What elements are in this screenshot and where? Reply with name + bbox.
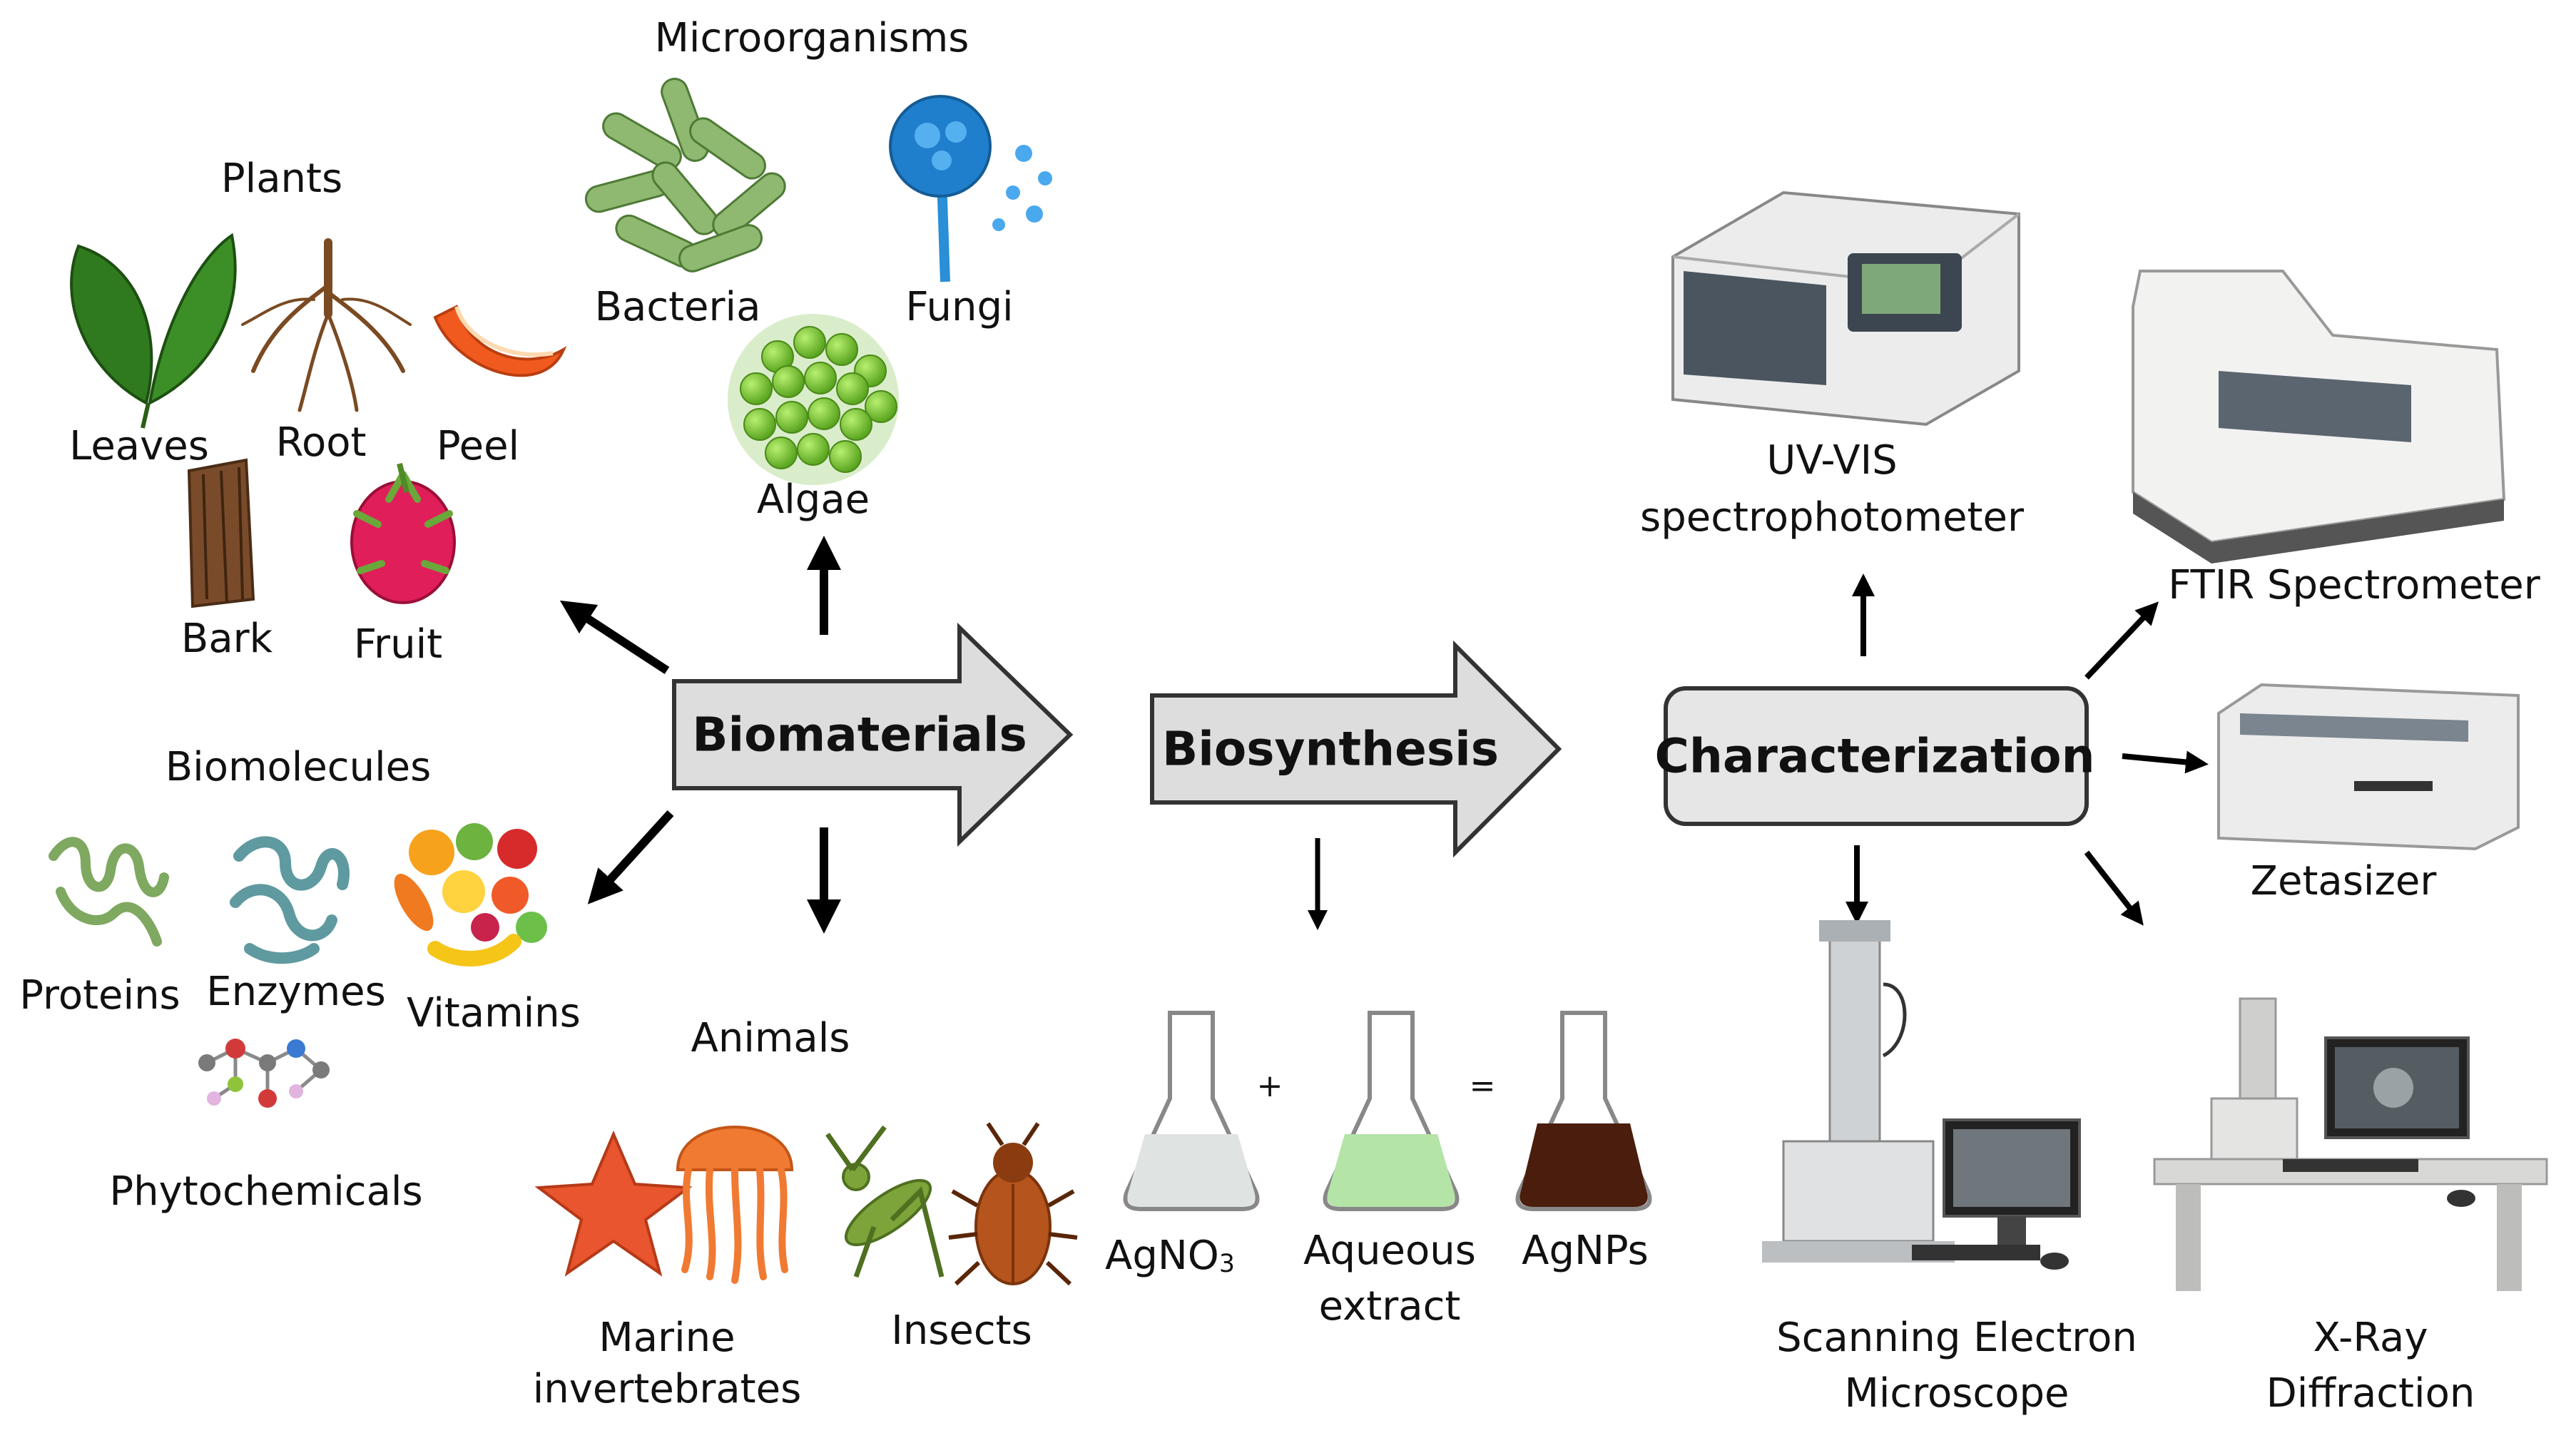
jellyfish-icon bbox=[676, 1126, 794, 1284]
uvvis-label-line2: spectrophotometer bbox=[1640, 494, 2024, 541]
arrow-to-ftir bbox=[2084, 601, 2159, 680]
arrow-to-xrd bbox=[2084, 850, 2144, 926]
vitamins-label: Vitamins bbox=[407, 990, 581, 1036]
root-label: Root bbox=[275, 419, 367, 466]
sem-label-line2: Microscope bbox=[1844, 1370, 2070, 1417]
fungi-icon bbox=[889, 95, 1052, 282]
equals-sign: = bbox=[1469, 1068, 1496, 1104]
fruit-label: Fruit bbox=[353, 621, 443, 668]
ftir-label: FTIR Spectrometer bbox=[2168, 562, 2540, 608]
xrd-label-line1: X-Ray bbox=[2313, 1315, 2428, 1361]
biosynthesis-arrow-shape bbox=[1150, 640, 1562, 858]
fruit-icon bbox=[350, 463, 456, 604]
agno3-subscript: 3 bbox=[1218, 1250, 1235, 1279]
xrd-diffractometer-icon bbox=[2153, 997, 2548, 1291]
microorganisms-title: Microorganisms bbox=[654, 15, 969, 61]
ftir-spectrometer-icon bbox=[2132, 270, 2506, 564]
agno3-base: AgNO bbox=[1105, 1233, 1219, 1279]
bacteria-icon bbox=[584, 78, 786, 272]
aqueous-extract-label-line1: Aqueous bbox=[1303, 1228, 1476, 1274]
bark-label: Bark bbox=[180, 616, 273, 662]
proteins-icon bbox=[49, 837, 169, 947]
uvvis-spectrophotometer-icon bbox=[1671, 190, 2020, 427]
proteins-label: Proteins bbox=[19, 972, 180, 1019]
enzymes-label: Enzymes bbox=[206, 969, 386, 1015]
algae-icon bbox=[728, 314, 899, 485]
sem-label-line1: Scanning Electron bbox=[1776, 1315, 2137, 1361]
characterization-box bbox=[1664, 686, 2089, 826]
leaves-icon bbox=[70, 233, 237, 429]
xrd-label-line2: Diffraction bbox=[2266, 1370, 2475, 1417]
arrow-to-plants bbox=[559, 600, 670, 675]
grasshopper-icon bbox=[825, 1125, 945, 1278]
aqueous-extract-flask-icon bbox=[1323, 1011, 1460, 1211]
biomolecules-title: Biomolecules bbox=[165, 744, 432, 790]
zetasizer-label: Zetasizer bbox=[2250, 858, 2437, 904]
beetle-icon bbox=[948, 1122, 1078, 1286]
phytochemicals-icon bbox=[198, 1039, 330, 1108]
plus-sign: + bbox=[1256, 1068, 1283, 1104]
aqueous-extract-label-line2: extract bbox=[1318, 1283, 1461, 1330]
fungi-label: Fungi bbox=[905, 284, 1014, 330]
leaves-label: Leaves bbox=[69, 423, 209, 469]
biomaterials-label: Biomaterials bbox=[692, 707, 1027, 763]
phytochemicals-label: Phytochemicals bbox=[109, 1168, 423, 1215]
sem-microscope-icon bbox=[1762, 920, 2081, 1270]
peel-icon bbox=[433, 305, 567, 377]
peel-label: Peel bbox=[436, 423, 520, 469]
root-icon bbox=[241, 238, 412, 412]
arrow-to-zetasizer bbox=[2122, 750, 2209, 774]
bark-icon bbox=[187, 458, 255, 608]
zetasizer-icon bbox=[2217, 683, 2520, 851]
biosynthesis-label: Biosynthesis bbox=[1161, 721, 1500, 777]
arrow-to-biomolecules bbox=[587, 810, 674, 904]
bacteria-label: Bacteria bbox=[594, 284, 761, 330]
characterization-label: Characterization bbox=[1654, 728, 2095, 784]
agno3-label: AgNO3 bbox=[1105, 1230, 1235, 1282]
starfish-icon bbox=[534, 1130, 693, 1277]
algae-label: Algae bbox=[756, 476, 870, 523]
biomaterials-arrow-shape bbox=[672, 622, 1074, 847]
agno3-flask-icon bbox=[1123, 1011, 1260, 1211]
vitamins-icon bbox=[394, 823, 547, 967]
enzymes-icon bbox=[230, 836, 350, 964]
insects-label: Insects bbox=[891, 1307, 1032, 1354]
agnps-flask-icon bbox=[1515, 1011, 1652, 1211]
marine-invertebrates-label: Marine invertebrates bbox=[532, 1315, 802, 1412]
plants-title: Plants bbox=[220, 155, 343, 202]
agnps-label: AgNPs bbox=[1522, 1228, 1649, 1274]
uvvis-label-line1: UV-VIS bbox=[1766, 437, 1898, 484]
animals-title: Animals bbox=[691, 1015, 850, 1061]
connector-arrows bbox=[559, 536, 2209, 934]
